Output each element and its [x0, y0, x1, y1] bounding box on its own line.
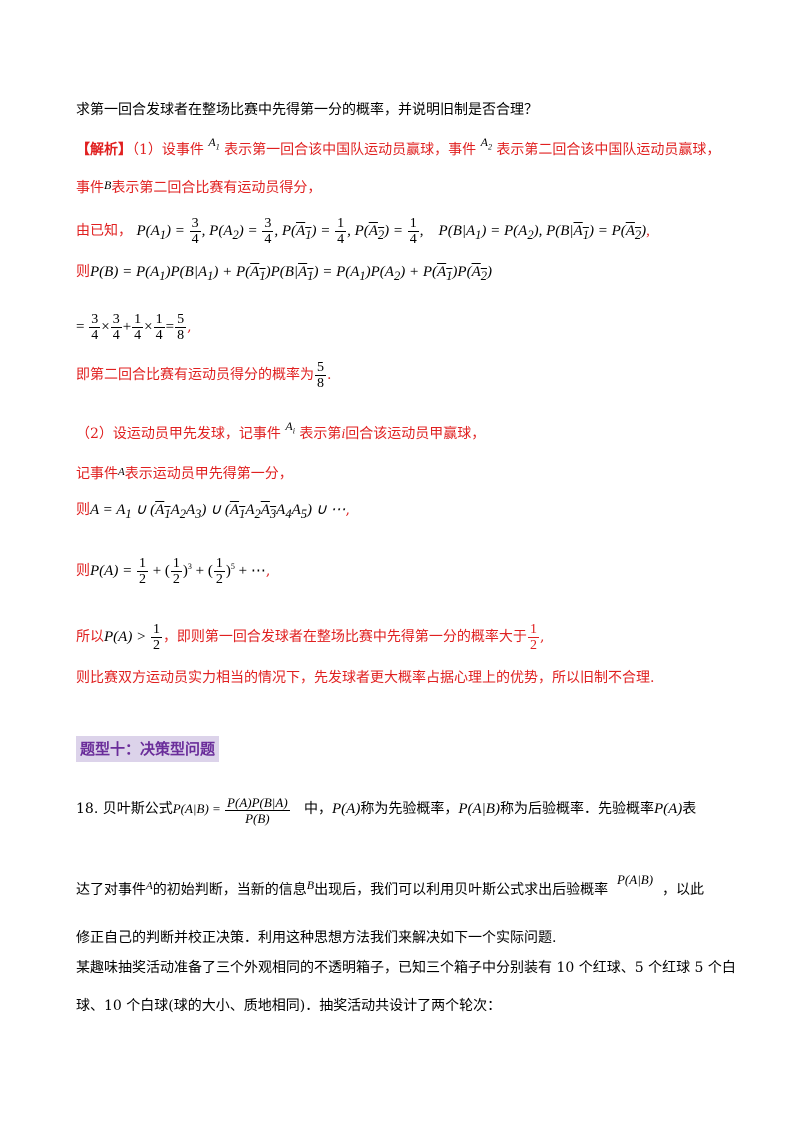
- analysis-line-event: 记事件A表示运动员甲先得第一分，: [76, 464, 293, 485]
- math-B: B: [306, 878, 315, 892]
- problem18-line-2: 达了对事件A的初始判断，当新的信息B出现后，我们可以利用贝叶斯公式求出后验概率 …: [76, 872, 704, 901]
- analysis-text: 表示第一回合该中国队运动员赢球，事件: [224, 142, 477, 158]
- analysis-text: 记事件: [76, 466, 118, 482]
- formula-union: A = A1 ∪ (A1A2A3) ∪ (A1A2A3A4A5) ∪ ⋯: [90, 502, 346, 521]
- formula-prior: P(A): [332, 801, 361, 817]
- analysis-text: （1）设事件: [132, 142, 204, 158]
- formula-bayes: P(A|B) = P(A)P(B|A)P(B): [172, 794, 290, 826]
- math-Ai: Ai: [285, 419, 295, 436]
- problem18-line-1: 18. 贝叶斯公式P(A|B) = P(A)P(B|A)P(B) 中，P(A)称…: [76, 794, 696, 826]
- analysis-conclusion: 则比赛双方运动员实力相当的情况下，先发球者更大概率占据心理上的优势，所以旧制不合…: [76, 670, 655, 686]
- analysis-text: 则: [76, 563, 90, 579]
- analysis-line-union: 则A = A1 ∪ (A1A2A3) ∪ (A1A2A3A4A5) ∪ ⋯,: [76, 502, 350, 521]
- analysis-line-2: 事件B表示第二回合比赛有运动员得分，: [76, 178, 321, 198]
- analysis-text: 即第二回合比赛有运动员得分的概率为: [76, 366, 314, 383]
- analysis-text: 事件: [76, 180, 104, 196]
- intro-question: 求第一回合发球者在整场比赛中先得第一分的概率，并说明旧制是否合理？: [76, 102, 538, 118]
- problem18-line-5: 球、10 个白球(球的大小、质地相同)．抽奖活动共设计了两个轮次：: [76, 998, 502, 1014]
- analysis-text: ，即则第一回合发球者在整场比赛中先得第一分的概率大于: [162, 628, 527, 645]
- analysis-text: 则: [76, 264, 90, 280]
- formula-posterior: P(A|B): [458, 801, 500, 817]
- analysis-line-then: 则P(B) = P(A1)P(B|A1) + P(A1)P(B|A1) = P(…: [76, 262, 492, 286]
- problem-text: 称为后验概率．先验概率: [499, 801, 654, 817]
- formula-posterior-2: P(A|B): [616, 872, 654, 887]
- math-A: A: [118, 466, 125, 478]
- analysis-text: 表示第二回合比赛有运动员得分，: [111, 180, 322, 196]
- math-A1: A1: [208, 135, 220, 152]
- analysis-text: 表示第二回合该中国队运动员赢球，: [496, 142, 721, 158]
- analysis-text: 表示第: [299, 426, 342, 442]
- math-B: B: [104, 178, 112, 192]
- formula-total-prob: P(B) = P(A1)P(B|A1) + P(A1)P(B|A1) = P(A…: [90, 264, 492, 283]
- analysis-text: 由已知，: [76, 222, 132, 239]
- problem-text: 贝叶斯公式: [102, 801, 173, 817]
- section-heading: 题型十：决策型问题: [76, 736, 220, 762]
- analysis-tag: 【解析】: [76, 142, 132, 158]
- problem18-line-4: 某趣味抽奖活动准备了三个外观相同的不透明箱子，已知三个箱子中分别装有 10 个红…: [76, 960, 736, 976]
- analysis-text: 表示运动员甲先得第一分，: [124, 466, 293, 482]
- problem-text: 出现后，我们可以利用贝叶斯公式求出后验概率: [314, 882, 609, 898]
- math-A2: A2: [480, 135, 492, 152]
- analysis-line-1: 【解析】（1）设事件 A1 表示第一回合该中国队运动员赢球，事件 A2 表示第二…: [76, 135, 721, 165]
- analysis-text: 则: [76, 502, 90, 518]
- analysis-text: 回合该运动员甲赢球，: [345, 426, 486, 442]
- formula-prior-2: P(A): [653, 801, 683, 817]
- problem-text: 中，: [304, 801, 333, 817]
- math-i: i: [341, 427, 346, 442]
- problem-number: 18.: [76, 801, 99, 817]
- math-A: A: [146, 880, 153, 892]
- analysis-line-part2: （2）设运动员甲先发球，记事件 Ai 表示第i回合该运动员甲赢球，: [76, 419, 486, 449]
- problem-text: ，以此: [661, 882, 704, 898]
- analysis-text: （2）设运动员甲先发球，记事件: [76, 426, 281, 442]
- analysis-text: 所以: [76, 628, 104, 645]
- problem-text: 的初始判断，当新的信息: [152, 882, 307, 898]
- problem18-line-3: 修正自己的判断并校正决策．利用这种思想方法我们来解决如下一个实际问题.: [76, 930, 557, 946]
- problem-text: 称为先验概率，: [360, 801, 459, 817]
- problem-text: 达了对事件: [76, 882, 146, 898]
- problem-text: 表: [682, 801, 697, 817]
